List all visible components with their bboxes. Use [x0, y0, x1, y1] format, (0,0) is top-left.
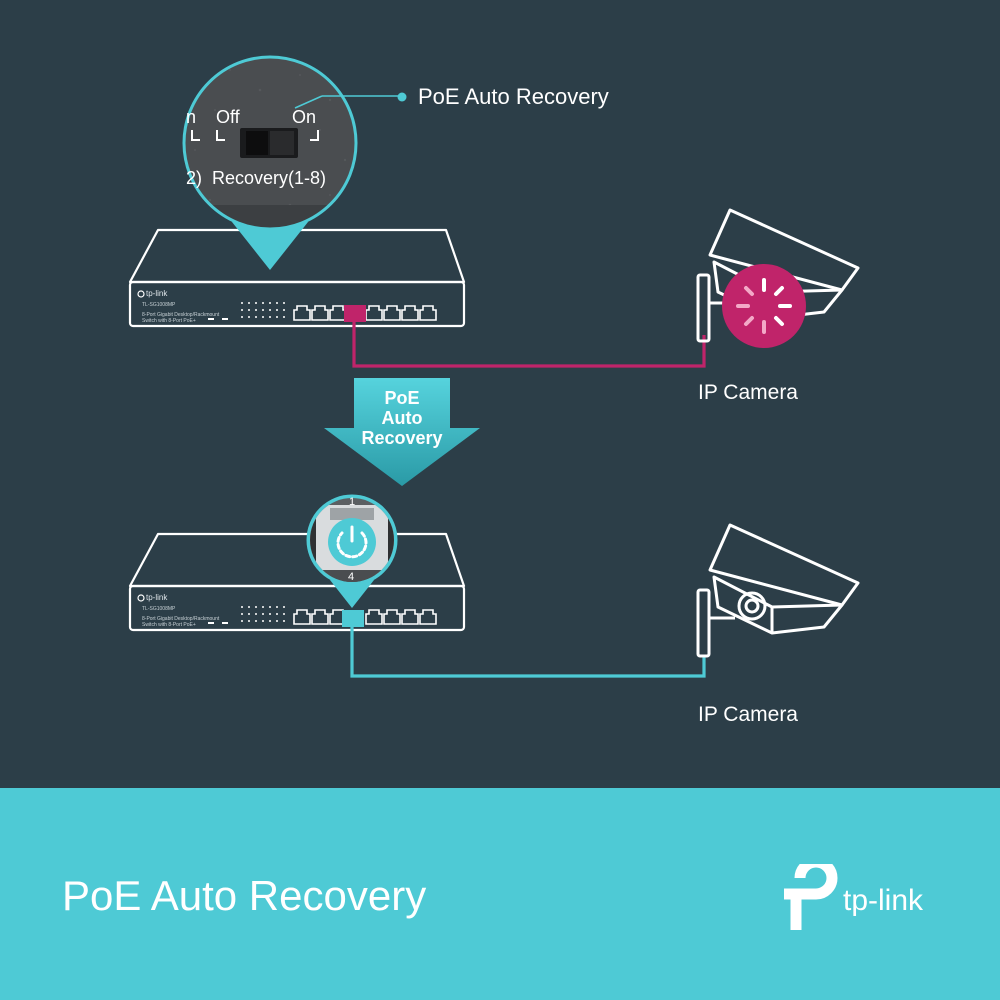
switch-top-brand: tp-link [146, 289, 168, 298]
callout-label: PoE Auto Recovery [418, 84, 609, 109]
loading-spinner-icon [736, 278, 792, 334]
dip-switch-zoom [182, 55, 358, 231]
tp-link-logo [784, 864, 838, 930]
dip-on-label: On [292, 107, 317, 127]
switch-top-desc2: Switch with 8-Port PoE+ [142, 318, 196, 324]
dip-left-partial-label: n [186, 107, 197, 127]
switch-top [128, 228, 466, 328]
arrow-line-1: PoE [384, 388, 420, 408]
dip-caption: Recovery(1-8) [212, 168, 327, 188]
camera-fault-circle [722, 264, 806, 348]
arrow-line-3: Recovery [361, 428, 443, 448]
switch-top-model: TL-SG1008MP [142, 302, 176, 308]
footer-band [0, 788, 1000, 1000]
switch-top-desc1: 8-Port Gigabit Desktop/Rackmount [142, 312, 220, 318]
footer-brand: tp-link [843, 884, 924, 917]
recovery-power-icon [336, 525, 368, 559]
faulty-port [344, 305, 366, 322]
recovery-arrow [324, 378, 480, 486]
switch-bottom-model: TL-SG1008MP [142, 606, 176, 612]
recovered-port [342, 610, 364, 627]
diagram-graphics [128, 55, 860, 678]
arrow-line-2: Auto [381, 408, 423, 428]
ip-camera-bottom [696, 523, 860, 658]
callout-dot [397, 92, 407, 102]
switch-bottom-brand: tp-link [146, 593, 168, 602]
port-zoom-bottom-number: 4 [348, 571, 355, 583]
camera-top-label: IP Camera [698, 381, 798, 404]
switch-bottom-desc1: 8-Port Gigabit Desktop/Rackmount [142, 616, 220, 622]
dip-caption-prefix: 2) [186, 168, 203, 188]
port-zoom [306, 494, 398, 608]
arrow-label: PoE Auto Recovery [336, 388, 468, 448]
switch-bottom-desc2: Switch with 8-Port PoE+ [142, 622, 196, 628]
dip-off-label: Off [216, 107, 240, 127]
port-zoom-top-number: 1 [349, 496, 356, 508]
diagram-background [0, 0, 1000, 788]
footer-title: PoE Auto Recovery [62, 872, 427, 919]
camera-bottom-label: IP Camera [698, 703, 798, 726]
